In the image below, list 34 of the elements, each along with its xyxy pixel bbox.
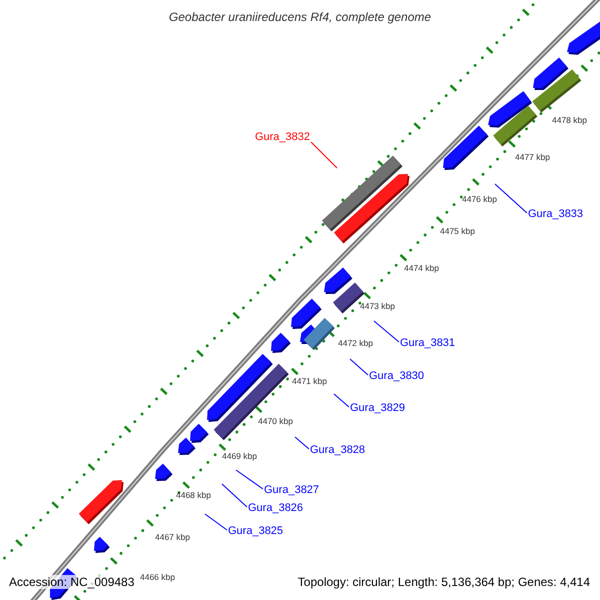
scale-label: 4467 kbp [155, 532, 190, 542]
scale-label: 4477 kbp [515, 152, 550, 162]
scale-label: 4470 kbp [258, 416, 293, 426]
leader-line [204, 514, 228, 530]
leader-line [310, 142, 338, 168]
accession-text: Accession: NC_009483 [9, 575, 134, 589]
scale-label: 4466 kbp [140, 572, 175, 582]
leader-line [350, 358, 368, 376]
genome-info-text: Topology: circular; Length: 5,136,364 bp; Genes: 4,414 [298, 575, 590, 589]
scale-label: 4478 kbp [552, 115, 587, 125]
title: Geobacter uraniireducens Rf4, complete genome [168, 10, 432, 24]
gene-label: Gura_3828 [310, 444, 366, 457]
leader-line [294, 436, 310, 450]
scale-label: 4469 kbp [222, 451, 257, 461]
scale-label: 4476 kbp [462, 194, 497, 204]
scale-label: 4473 kbp [360, 301, 395, 311]
gene-label: Gura_3826 [248, 502, 304, 515]
leader-line [222, 484, 248, 508]
scale-label: 4475 kbp [440, 226, 475, 236]
gene-label: Gura_3830 [369, 370, 424, 383]
gene-label: Gura_3832 [254, 131, 310, 144]
leader-line [236, 470, 264, 490]
gene-label: Gura_3827 [264, 484, 320, 497]
scale-label: 4471 kbp [292, 376, 327, 386]
scale-label: 4474 kbp [404, 263, 439, 273]
gene-label: Gura_3825 [228, 525, 284, 538]
gene-label: Gura_3833 [528, 208, 584, 221]
leader-line [494, 184, 528, 214]
gene-label: Gura_3829 [350, 402, 406, 415]
scale-label: 4468 kbp [176, 490, 211, 500]
leader-line [334, 394, 350, 408]
gene-label: Gura_3831 [400, 337, 456, 350]
scale-label: 4472 kbp [338, 338, 373, 348]
leader-line [374, 320, 400, 342]
